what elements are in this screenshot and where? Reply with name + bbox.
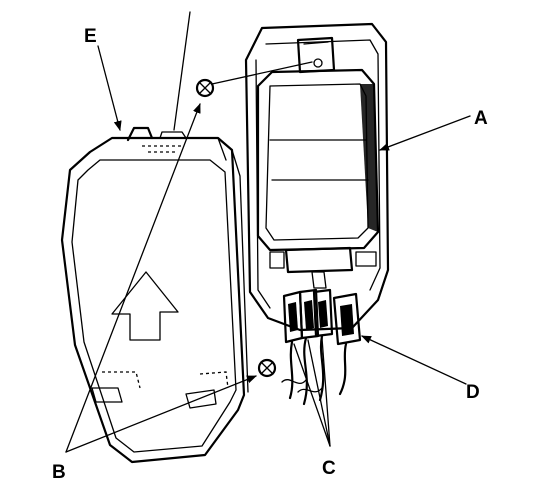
cover-alignment-line [173,11,191,131]
callout-a: A [474,108,488,129]
cover-panel [60,126,249,464]
single-connector [332,292,362,396]
leader-line-c-1 [293,343,331,447]
leader-line-c-3 [321,337,331,447]
leader-line-e [97,45,122,131]
leader-line-d [361,335,467,385]
leader-line-a [379,115,471,151]
callout-d: D [466,382,480,403]
connector-group [281,288,334,406]
screw-alignment-line-upper [211,61,313,85]
screw-upper [195,78,215,98]
callout-c: C [322,458,336,479]
leader-line-b-lower [65,375,257,453]
callout-b: B [52,462,66,483]
relay-module [256,36,380,289]
leader-line-c-2 [307,339,331,447]
callout-e: E [84,26,97,47]
leader-line-b-upper [65,103,201,453]
screw-lower [257,358,277,378]
